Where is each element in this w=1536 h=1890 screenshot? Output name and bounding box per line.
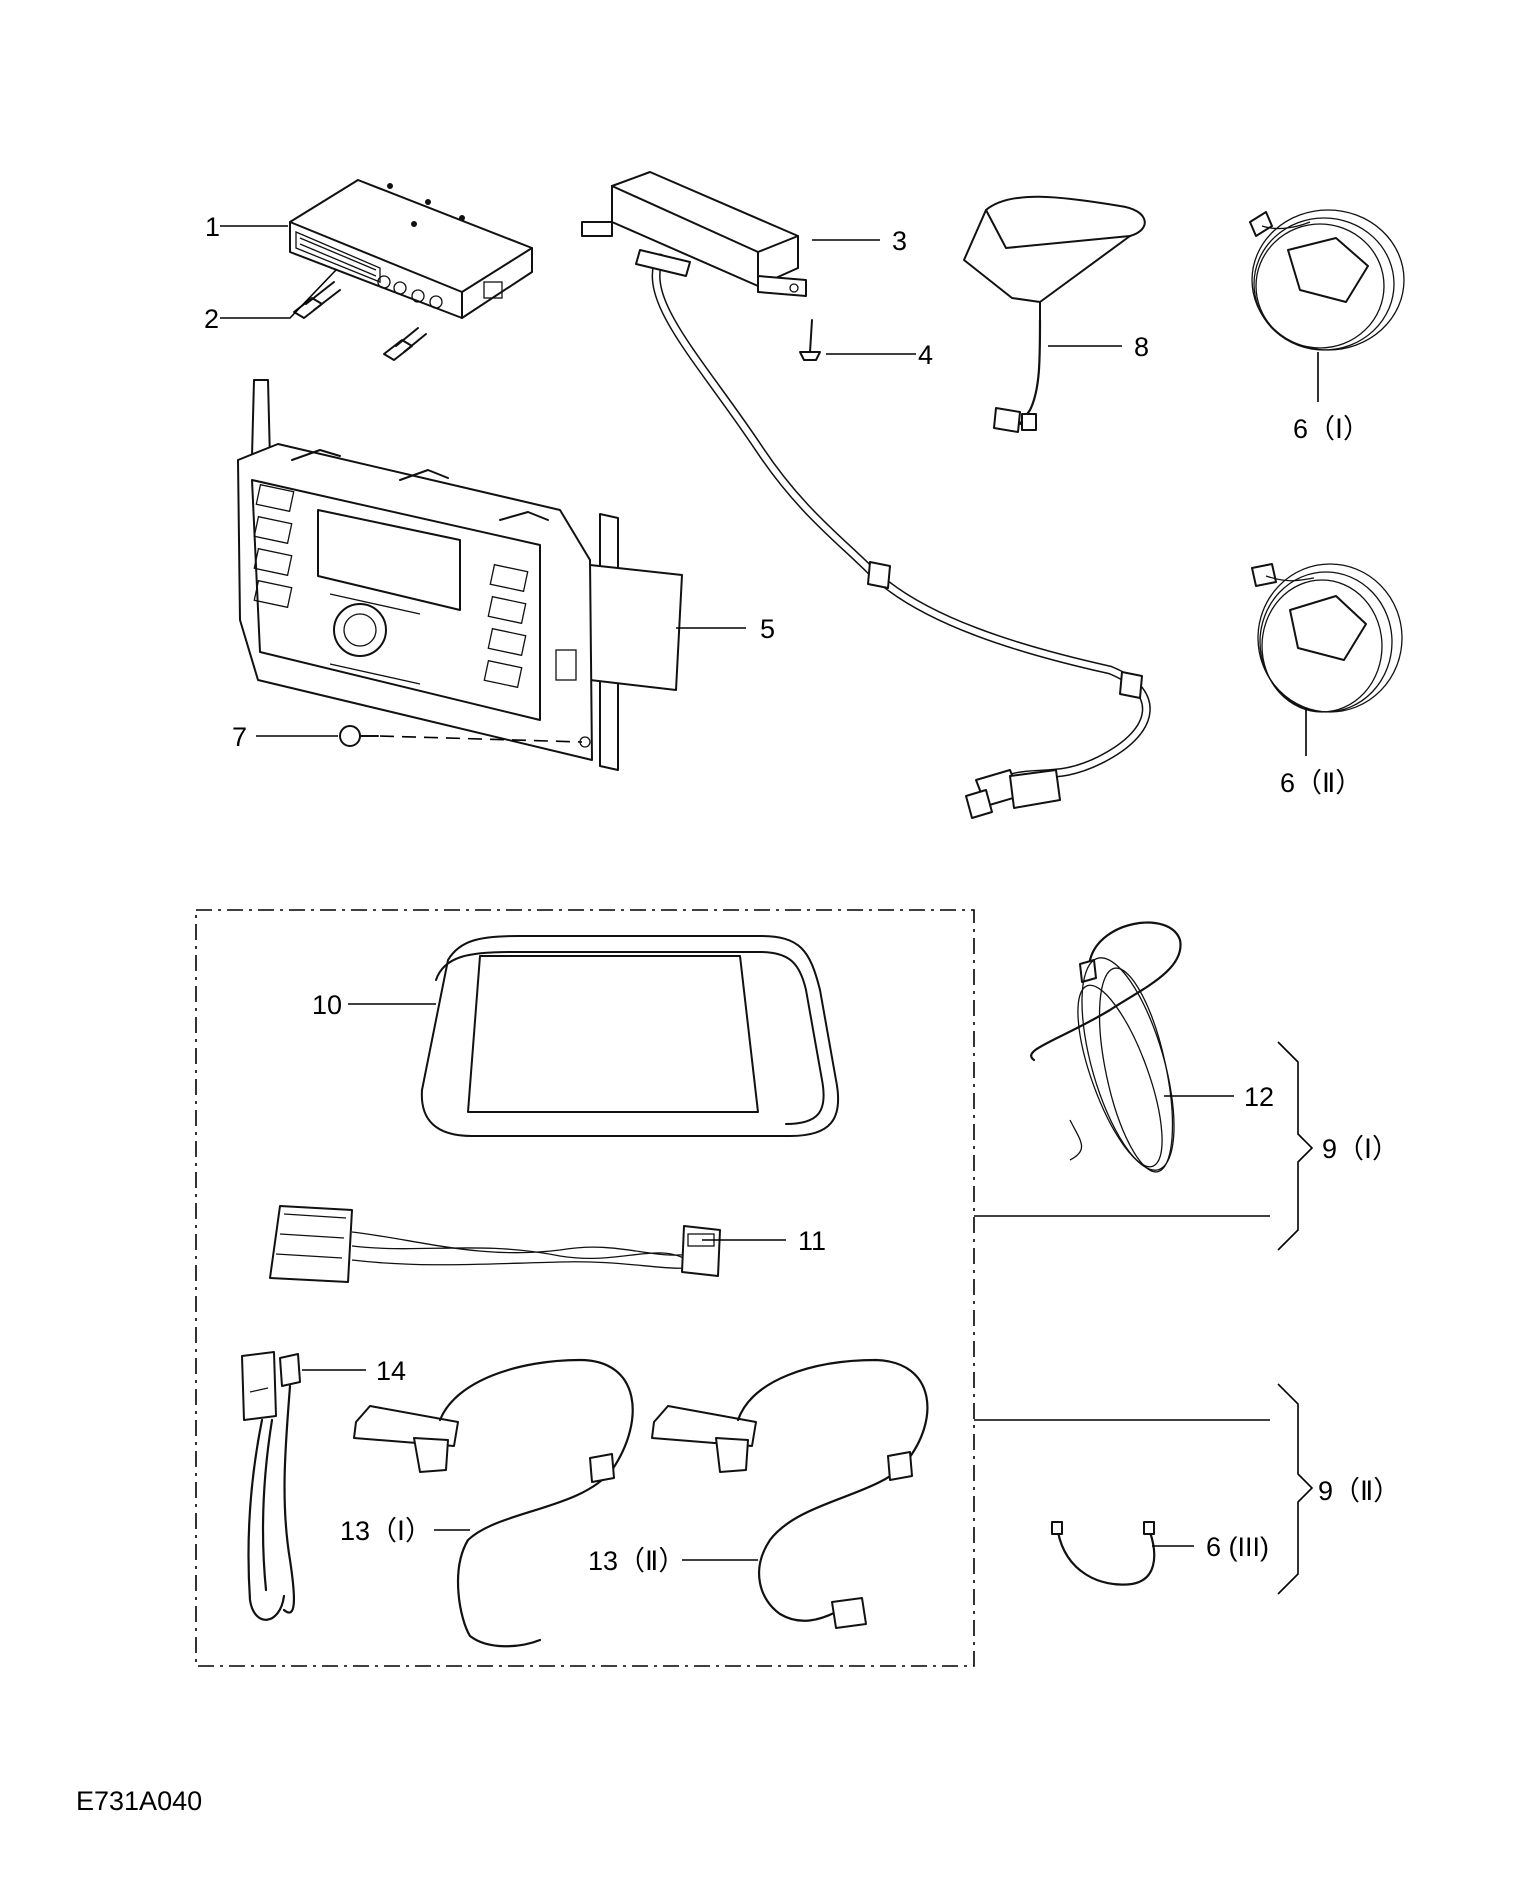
label-11: 11 <box>798 1226 826 1256</box>
label-4: 4 <box>918 340 933 370</box>
part-6-2-coil-antenna <box>1251 563 1403 713</box>
label-13-1: 13（Ⅰ） <box>340 1516 432 1546</box>
part-13-2-camera <box>651 1358 929 1629</box>
brace-9-2 <box>1277 1383 1314 1595</box>
leader-lines <box>220 225 1319 1561</box>
label-8: 8 <box>1134 332 1149 362</box>
label-6-3: 6 (III) <box>1206 1532 1269 1562</box>
part-13-1-camera <box>353 1358 634 1648</box>
label-7: 7 <box>232 722 247 752</box>
label-5: 5 <box>760 614 775 644</box>
part-12-coiled-cable <box>1030 921 1182 1173</box>
label-6-1: 6（Ⅰ） <box>1293 414 1370 444</box>
kit-enclosure-9 <box>195 909 1270 1667</box>
label-3: 3 <box>892 226 907 256</box>
part-1-module-box <box>289 179 533 319</box>
diagram-code: E731A040 <box>76 1786 202 1816</box>
label-2: 2 <box>204 304 219 334</box>
part-3-box-and-harness <box>581 171 1151 819</box>
brace-9-1 <box>1277 1041 1314 1251</box>
label-13-2: 13（Ⅱ） <box>588 1546 685 1576</box>
label-9-2: 9（Ⅱ） <box>1318 1476 1400 1506</box>
part-2-bolts <box>293 281 427 361</box>
label-1: 1 <box>205 212 220 242</box>
part-14-usb-cable <box>241 1351 301 1621</box>
label-14: 14 <box>376 1356 406 1386</box>
part-6-3-jumper-cable <box>1051 1521 1156 1586</box>
part-7-screw <box>339 725 591 748</box>
label-6-2: 6（Ⅱ） <box>1280 768 1362 798</box>
part-10-display <box>420 935 840 1137</box>
part-11-harness <box>269 1205 721 1283</box>
callout-labels: 1 2 3 4 5 6（Ⅰ） 6（Ⅱ） 6 (III) 7 8 9（Ⅰ） 9（Ⅱ… <box>76 212 1400 1816</box>
part-5-radio-head-unit <box>237 379 683 771</box>
label-12: 12 <box>1244 1082 1274 1112</box>
part-8-shark-fin-antenna <box>963 195 1146 433</box>
label-10: 10 <box>312 990 342 1020</box>
part-4-screw <box>799 319 821 361</box>
part-6-1-coil-antenna <box>1249 209 1405 351</box>
label-9-1: 9（Ⅰ） <box>1322 1134 1399 1164</box>
